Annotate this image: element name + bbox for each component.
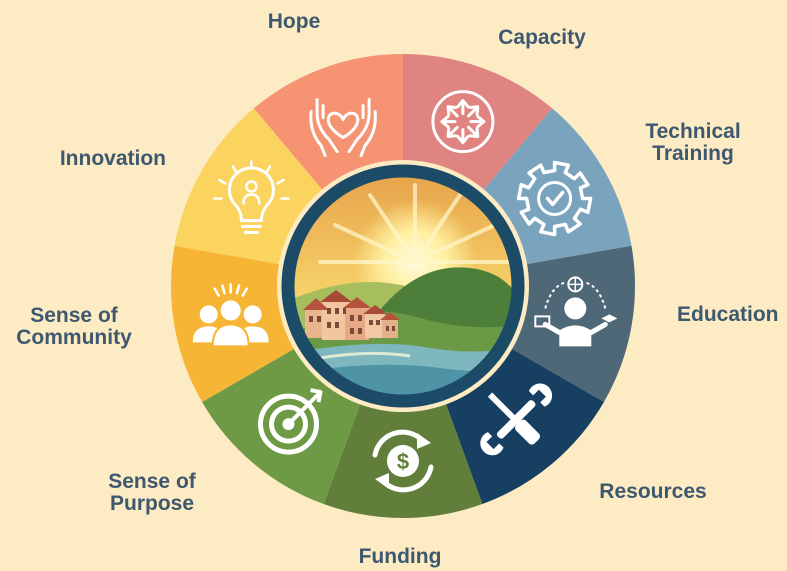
center-illustration [277,160,529,412]
hands-heart-icon [309,98,377,158]
label-innovation: Innovation [30,148,166,170]
label-sense-of-purpose: Sense of Purpose [92,471,212,515]
lightbulb-person-icon [213,160,290,234]
target-arrow-icon [258,388,323,455]
people-group-icon [192,283,269,348]
label-line: Sense of [108,470,196,493]
label-line: Innovation [59,147,166,170]
label-sense-of-community: Sense of Community [4,305,144,349]
label-funding: Funding [345,546,455,568]
segment-sense-of-community [170,245,308,402]
label-capacity: Capacity [482,27,602,49]
wrench-screwdriver-icon [480,383,553,456]
label-line: Education [677,303,779,326]
label-hope: Hope [244,11,344,33]
label-resources: Resources [583,481,723,503]
label-line: Capacity [498,26,586,49]
label-line: Funding [358,545,442,568]
label-line: Technical [645,120,741,143]
dollar-cycle-icon: $ [372,429,434,493]
gear-check-icon [516,160,593,237]
student-globe-icon [534,276,618,347]
label-line: Sense of [30,304,118,327]
label-education: Education [677,304,779,326]
segment-education [498,245,635,402]
label-line: Hope [267,10,321,33]
label-line: Training [652,142,734,165]
label-line: Resources [599,480,707,503]
label-line: Purpose [109,492,195,515]
label-line: Community [16,326,132,349]
expand-arrows-icon [431,90,495,154]
village-buildings [303,290,400,340]
svg-text:$: $ [397,449,409,474]
segment-hope [253,54,403,202]
label-technical-training: Technical Training [628,121,758,165]
